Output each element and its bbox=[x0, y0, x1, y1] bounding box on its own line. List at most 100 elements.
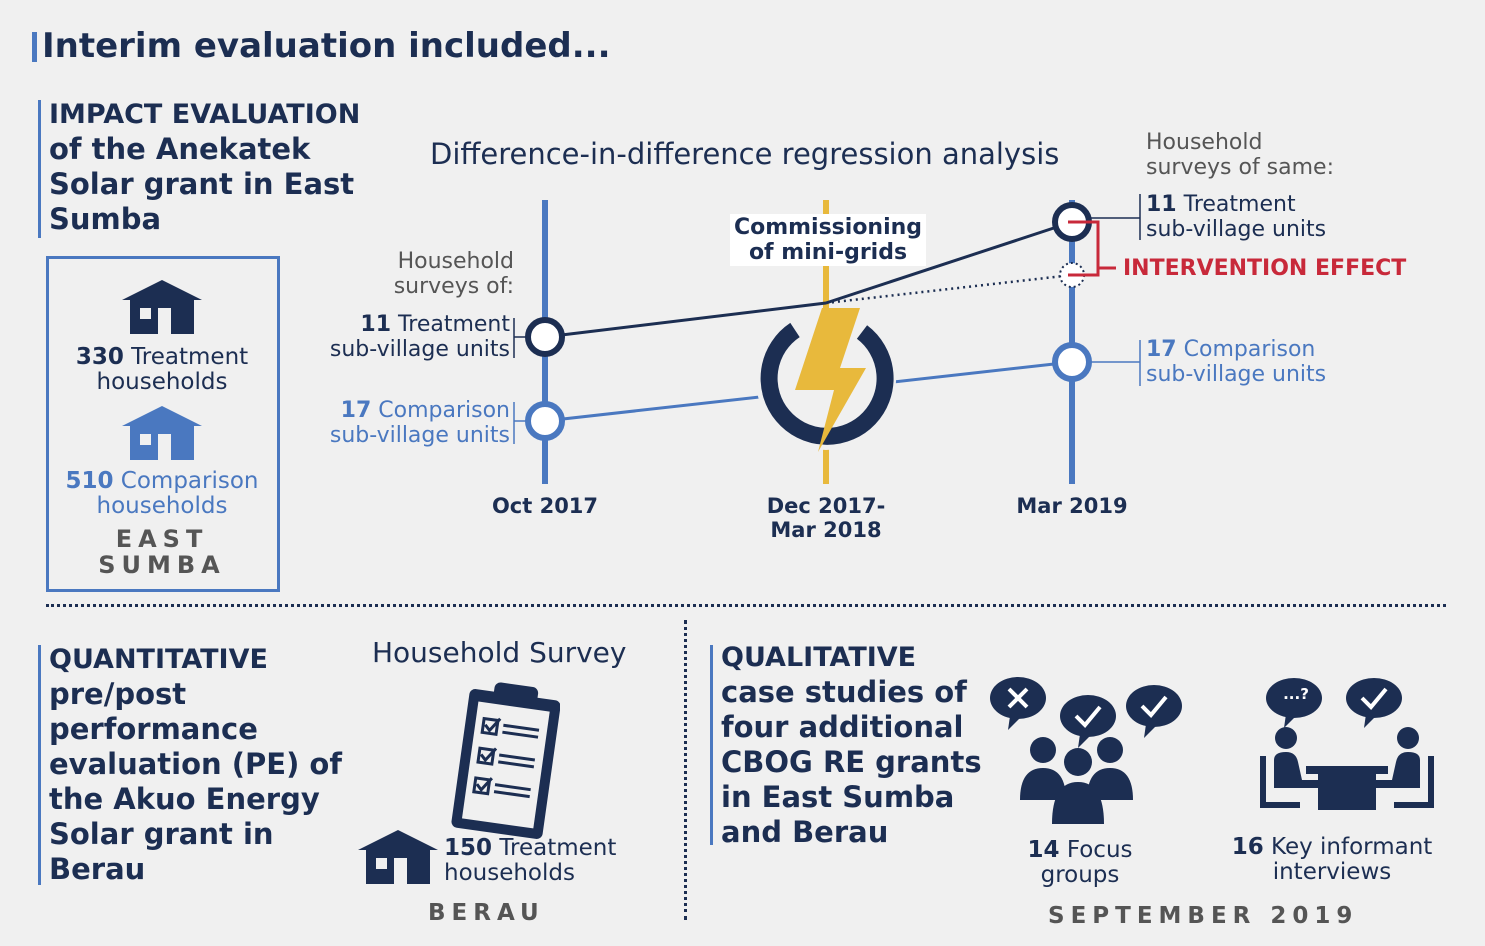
qual-line5: and Berau bbox=[721, 815, 889, 849]
berau-treatment-count: 150 Treatment households bbox=[444, 836, 616, 886]
date2-line2: Mar 2018 bbox=[770, 518, 882, 542]
focus-label1: Focus bbox=[1066, 837, 1133, 863]
impact-treatment-label2: households bbox=[96, 369, 228, 395]
qual-line2: four additional bbox=[721, 710, 964, 744]
treatment-post-line bbox=[825, 220, 1073, 305]
kii-num: 16 bbox=[1231, 834, 1264, 860]
quant-accent-bar bbox=[38, 645, 41, 885]
left-t-label2: sub-village units bbox=[329, 337, 510, 362]
focus-label2: groups bbox=[1040, 862, 1120, 888]
treatment-point-oct bbox=[525, 317, 565, 357]
left-comparison-label: 17 Comparison sub-village units bbox=[290, 398, 510, 448]
left-t-num: 11 bbox=[360, 312, 392, 337]
quant-line3: evaluation (PE) of bbox=[49, 747, 342, 781]
right-c-label2: sub-village units bbox=[1146, 362, 1327, 387]
date-commissioning: Dec 2017- Mar 2018 bbox=[740, 494, 912, 542]
impact-comparison-count: 510 Comparison households bbox=[50, 469, 274, 519]
left-c-num: 17 bbox=[340, 398, 372, 423]
berau-label1: Treatment bbox=[499, 835, 617, 861]
kii-bubble-text: ...? bbox=[1283, 685, 1309, 703]
did-title: Difference-in-difference regression anal… bbox=[430, 137, 1060, 171]
right-comparison-label: 17 Comparison sub-village units bbox=[1146, 337, 1326, 387]
impact-accent-bar bbox=[38, 100, 41, 238]
impact-heading-line1: of the Anekatek bbox=[49, 132, 311, 166]
commission-line1: Commissioning bbox=[733, 215, 923, 240]
qual-accent-bar bbox=[710, 645, 713, 845]
region-east-sumba: EAST SUMBA bbox=[50, 526, 274, 578]
right-t-num: 11 bbox=[1146, 192, 1177, 217]
impact-heading-line3: Sumba bbox=[49, 202, 162, 236]
interview-icon bbox=[1260, 678, 1434, 810]
title-accent-bar bbox=[32, 32, 37, 62]
treatment-house-icon bbox=[122, 280, 202, 334]
survey-title: Household Survey bbox=[372, 636, 627, 669]
focus-group-icon bbox=[990, 677, 1182, 824]
treatment-pre-line bbox=[544, 301, 827, 339]
left-c-label2: sub-village units bbox=[329, 423, 510, 448]
comparison-point-mar bbox=[1052, 342, 1092, 382]
right-c-num: 17 bbox=[1146, 337, 1177, 362]
lightning-icon bbox=[756, 308, 896, 452]
impact-treatment-label1: Treatment bbox=[131, 344, 249, 370]
right-c-label1: Comparison bbox=[1183, 337, 1316, 362]
horizontal-divider bbox=[46, 604, 1446, 607]
counterfactual-line bbox=[825, 273, 1073, 305]
quant-heading: QUANTITATIVE pre/post performance evalua… bbox=[49, 642, 342, 887]
date-oct-2017: Oct 2017 bbox=[491, 494, 599, 518]
berau-house-icon bbox=[358, 830, 438, 884]
qual-line3: CBOG RE grants bbox=[721, 745, 982, 779]
date-mar-2019: Mar 2019 bbox=[1016, 494, 1128, 518]
left-survey-header: Household surveys of: bbox=[300, 249, 514, 299]
right-header-line1: Household bbox=[1146, 130, 1263, 155]
qual-line1: case studies of bbox=[721, 675, 967, 709]
berau-label2: households bbox=[444, 860, 575, 886]
report-date: SEPTEMBER 2019 bbox=[1048, 903, 1359, 929]
kii-label2: interviews bbox=[1272, 859, 1392, 885]
page-title: Interim evaluation included... bbox=[42, 26, 611, 66]
quant-line1: pre/post bbox=[49, 677, 187, 711]
qual-line4: in East Sumba bbox=[721, 780, 955, 814]
kii-count: 16 Key informant interviews bbox=[1222, 835, 1442, 885]
qual-heading-bold: QUALITATIVE bbox=[721, 642, 917, 673]
commission-line2: of mini-grids bbox=[748, 240, 908, 265]
commissioning-label: Commissioning of mini-grids bbox=[730, 214, 926, 266]
focus-groups-count: 14 Focus groups bbox=[990, 838, 1170, 888]
left-treatment-label: 11 Treatment sub-village units bbox=[290, 312, 510, 362]
impact-heading-bold: IMPACT EVALUATION bbox=[49, 99, 361, 130]
east-sumba-box bbox=[46, 256, 280, 592]
right-survey-header: Household surveys of same: bbox=[1146, 130, 1334, 180]
kii-label1: Key informant bbox=[1271, 834, 1433, 860]
impact-treatment-num: 330 bbox=[75, 344, 124, 370]
focus-num: 14 bbox=[1027, 837, 1060, 863]
left-header-line2: surveys of: bbox=[393, 274, 514, 299]
impact-comparison-num: 510 bbox=[65, 468, 114, 494]
comparison-point-oct bbox=[525, 401, 565, 441]
impact-comparison-label2: households bbox=[96, 493, 228, 519]
impact-treatment-count: 330 Treatment households bbox=[50, 345, 274, 395]
quant-line4: the Akuo Energy bbox=[49, 782, 320, 816]
right-header-line2: surveys of same: bbox=[1146, 155, 1334, 180]
quant-line6: Berau bbox=[49, 852, 146, 886]
clipboard-checklist-icon bbox=[451, 682, 560, 839]
impact-comparison-label1: Comparison bbox=[120, 468, 259, 494]
right-t-label1: Treatment bbox=[1183, 192, 1296, 217]
vertical-divider bbox=[684, 620, 687, 920]
berau-num: 150 bbox=[444, 835, 493, 861]
region-line1: EAST bbox=[115, 525, 209, 553]
effect-bracket bbox=[1068, 220, 1100, 277]
left-t-label1: Treatment bbox=[398, 312, 510, 337]
impact-heading-line2: Solar grant in East bbox=[49, 167, 355, 201]
right-t-label2: sub-village units bbox=[1146, 217, 1327, 242]
left-header-line1: Household bbox=[397, 249, 514, 274]
qual-heading: QUALITATIVE case studies of four additio… bbox=[721, 640, 982, 850]
intervention-effect-label: INTERVENTION EFFECT bbox=[1123, 256, 1407, 281]
quant-line2: performance bbox=[49, 712, 258, 746]
region-berau: BERAU bbox=[428, 900, 545, 926]
comparison-house-icon bbox=[122, 406, 202, 460]
right-treatment-label: 11 Treatment sub-village units bbox=[1146, 192, 1326, 242]
impact-heading: IMPACT EVALUATION of the Anekatek Solar … bbox=[49, 97, 360, 237]
region-line2: SUMBA bbox=[98, 551, 226, 579]
quant-line5: Solar grant in bbox=[49, 817, 274, 851]
date2-line1: Dec 2017- bbox=[766, 494, 886, 518]
